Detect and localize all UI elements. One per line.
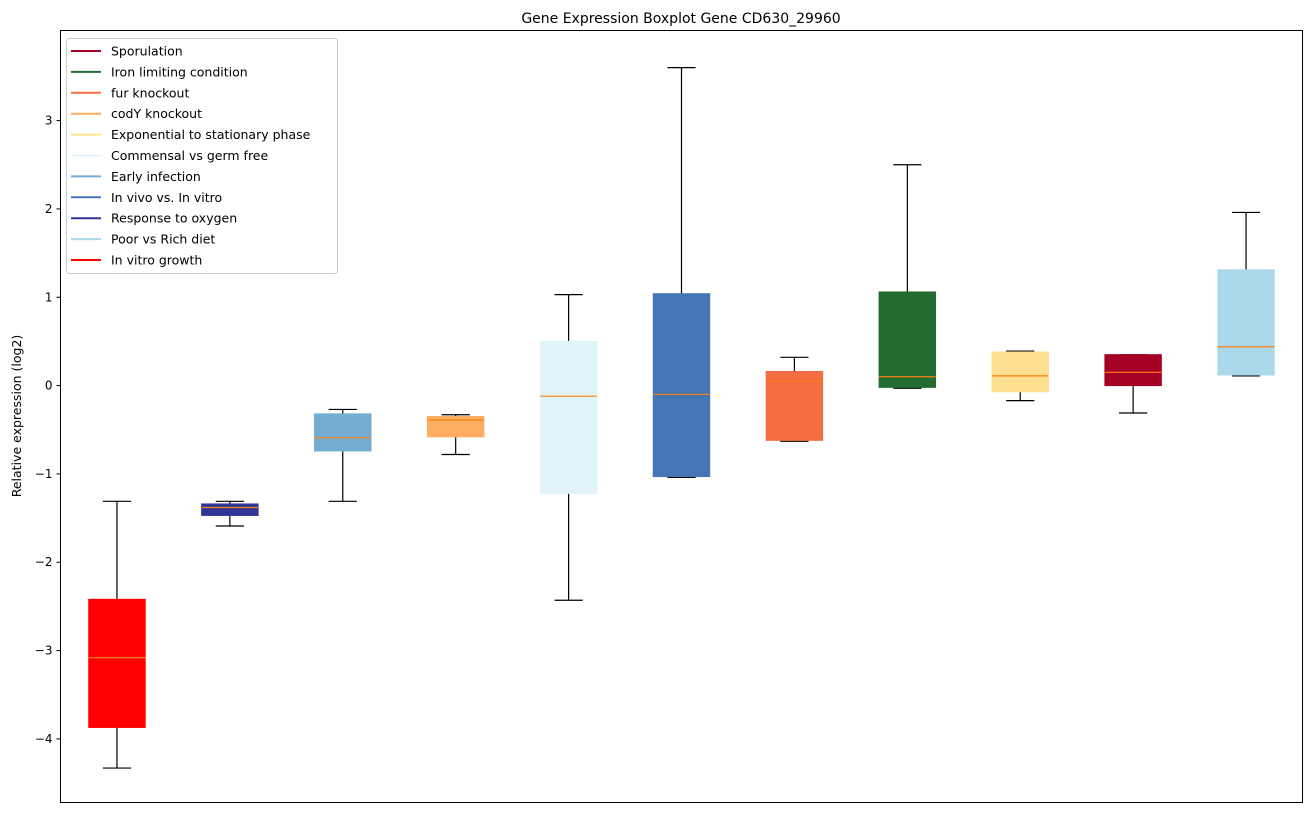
y-tick-label: −3 — [35, 644, 53, 658]
box-body — [765, 370, 824, 441]
box-body — [1104, 354, 1162, 387]
legend-label: Sporulation — [111, 44, 183, 59]
chart-title: Gene Expression Boxplot Gene CD630_29960 — [521, 11, 840, 27]
y-tick-label: 1 — [45, 290, 53, 304]
plot-frame — [60, 30, 1303, 803]
y-tick-label: 2 — [45, 202, 53, 216]
legend-label: codY knockout — [111, 106, 202, 121]
box-sporulation — [1104, 354, 1162, 414]
y-tick-label: 0 — [45, 379, 53, 393]
box-body — [88, 598, 146, 728]
box-in-vitro-growth — [88, 500, 146, 769]
legend-label: Poor vs Rich diet — [111, 232, 215, 247]
y-tick-label: 3 — [45, 114, 53, 128]
y-tick-label: −2 — [35, 555, 53, 569]
box-body — [426, 416, 485, 438]
legend-label: In vivo vs. In vitro — [111, 190, 222, 205]
box-exponential-to-stationary-phase — [991, 350, 1049, 402]
box-body — [539, 340, 598, 494]
box-cody-knockout — [426, 414, 485, 456]
legend-label: Commensal vs germ free — [111, 148, 268, 163]
y-tick-label: −1 — [35, 467, 53, 481]
y-tick-label: −4 — [35, 732, 53, 746]
box-early-infection — [314, 408, 372, 502]
box-response-to-oxygen — [201, 500, 259, 527]
box-in-vivo-vs-in-vitro — [652, 66, 711, 479]
legend-frame — [66, 38, 338, 274]
box-commensal-vs-germ-free — [539, 294, 598, 601]
legend-label: Early infection — [111, 169, 201, 184]
legend-label: Exponential to stationary phase — [111, 127, 311, 142]
box-body — [991, 351, 1049, 393]
y-axis-label: Relative expression (log2) — [9, 335, 24, 498]
box-iron-limiting-condition — [878, 164, 937, 389]
box-body — [878, 291, 937, 388]
box-fur-knockout — [765, 356, 824, 442]
legend-label: Response to oxygen — [111, 211, 237, 226]
box-body — [652, 293, 711, 478]
box-body — [201, 503, 259, 516]
box-body — [314, 413, 372, 452]
box-body — [1217, 269, 1275, 376]
legend-label: fur knockout — [111, 85, 189, 100]
legend-label: Iron limiting condition — [111, 64, 248, 79]
box-poor-vs-rich-diet — [1217, 211, 1275, 377]
legend-label: In vitro growth — [111, 253, 202, 268]
